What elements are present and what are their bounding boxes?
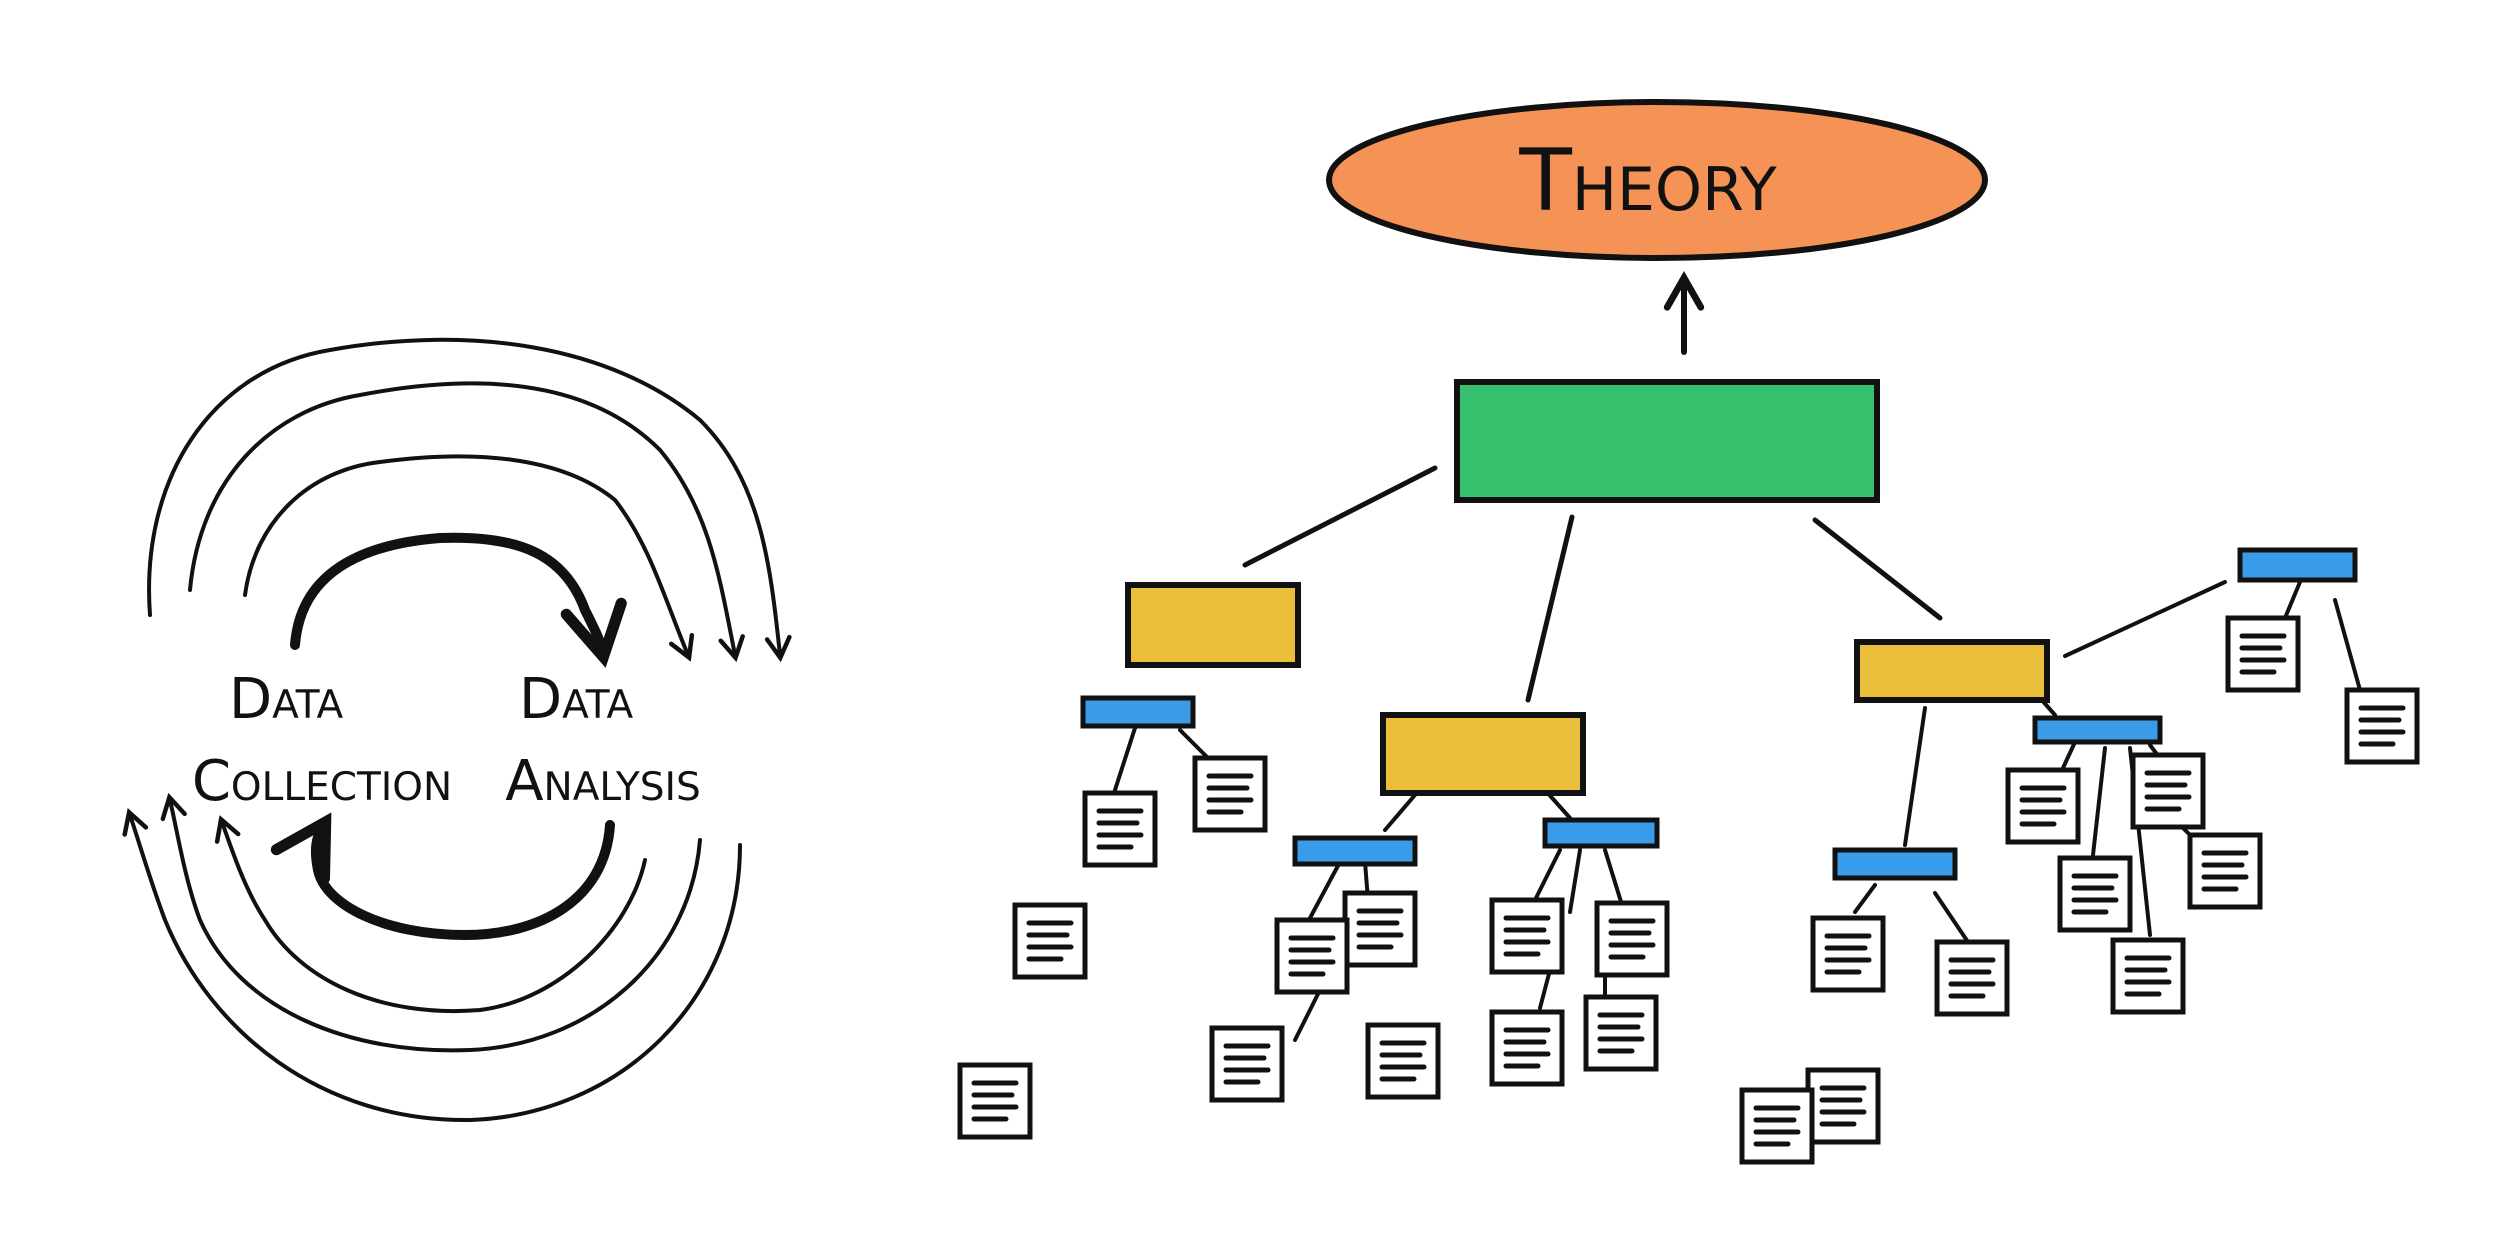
data-document: [1492, 1012, 1562, 1084]
inner-arc-bottom: [270, 812, 615, 940]
data-document: [2228, 618, 2298, 690]
outer-arc-top-2: [188, 381, 745, 663]
data-document: [1015, 905, 1085, 977]
outer-arc-top-1: [147, 337, 792, 663]
subcategory-box-3: [1542, 817, 1660, 849]
data-document: [1808, 1070, 1878, 1142]
data-document: [1492, 900, 1562, 972]
category-box-3: [1854, 639, 2050, 703]
iteration-cycle: Data Collection Data Analysis: [122, 337, 792, 1123]
subcategory-box-6: [2237, 547, 2358, 583]
data-document: [2347, 690, 2417, 762]
data-document: [2133, 755, 2203, 827]
data-document: [1085, 793, 1155, 865]
theory-label: Theory: [1518, 131, 1777, 231]
data-document: [1345, 893, 1415, 965]
outer-arc-top-3: [243, 454, 695, 662]
data-document: [1742, 1090, 1812, 1162]
data-document: [1937, 942, 2007, 1014]
category-box-1: [1125, 582, 1301, 668]
data-document: [1212, 1028, 1282, 1100]
outer-arc-bottom-1: [214, 815, 647, 1013]
theory-node: Theory: [1326, 99, 1988, 261]
data-document: [1368, 1025, 1438, 1097]
data-document: [1813, 918, 1883, 990]
data-document: [960, 1065, 1030, 1137]
theory-hierarchy: Theory: [960, 99, 2417, 1162]
subcategory-box-5: [2032, 715, 2163, 745]
category-box-2: [1380, 712, 1586, 796]
data-document: [2113, 940, 2183, 1012]
data-document: [1277, 920, 1347, 992]
subcategory-box-4: [1832, 847, 1958, 881]
data-document: [1586, 997, 1656, 1069]
data-document: [2190, 835, 2260, 907]
data-collection-label: Data Collection: [192, 667, 452, 814]
data-document: [1195, 758, 1265, 830]
subcategory-box-1: [1080, 695, 1196, 729]
outer-arc-bottom-3: [122, 808, 742, 1123]
data-document: [2060, 858, 2130, 930]
subcategory-box-2: [1292, 835, 1418, 867]
core-category-box: [1454, 379, 1880, 503]
outer-arc-bottom-2: [160, 792, 702, 1053]
data-analysis-label: Data Analysis: [505, 667, 701, 814]
inner-arc-top: [290, 532, 627, 668]
data-document: [1597, 903, 1667, 975]
data-document: [2008, 770, 2078, 842]
